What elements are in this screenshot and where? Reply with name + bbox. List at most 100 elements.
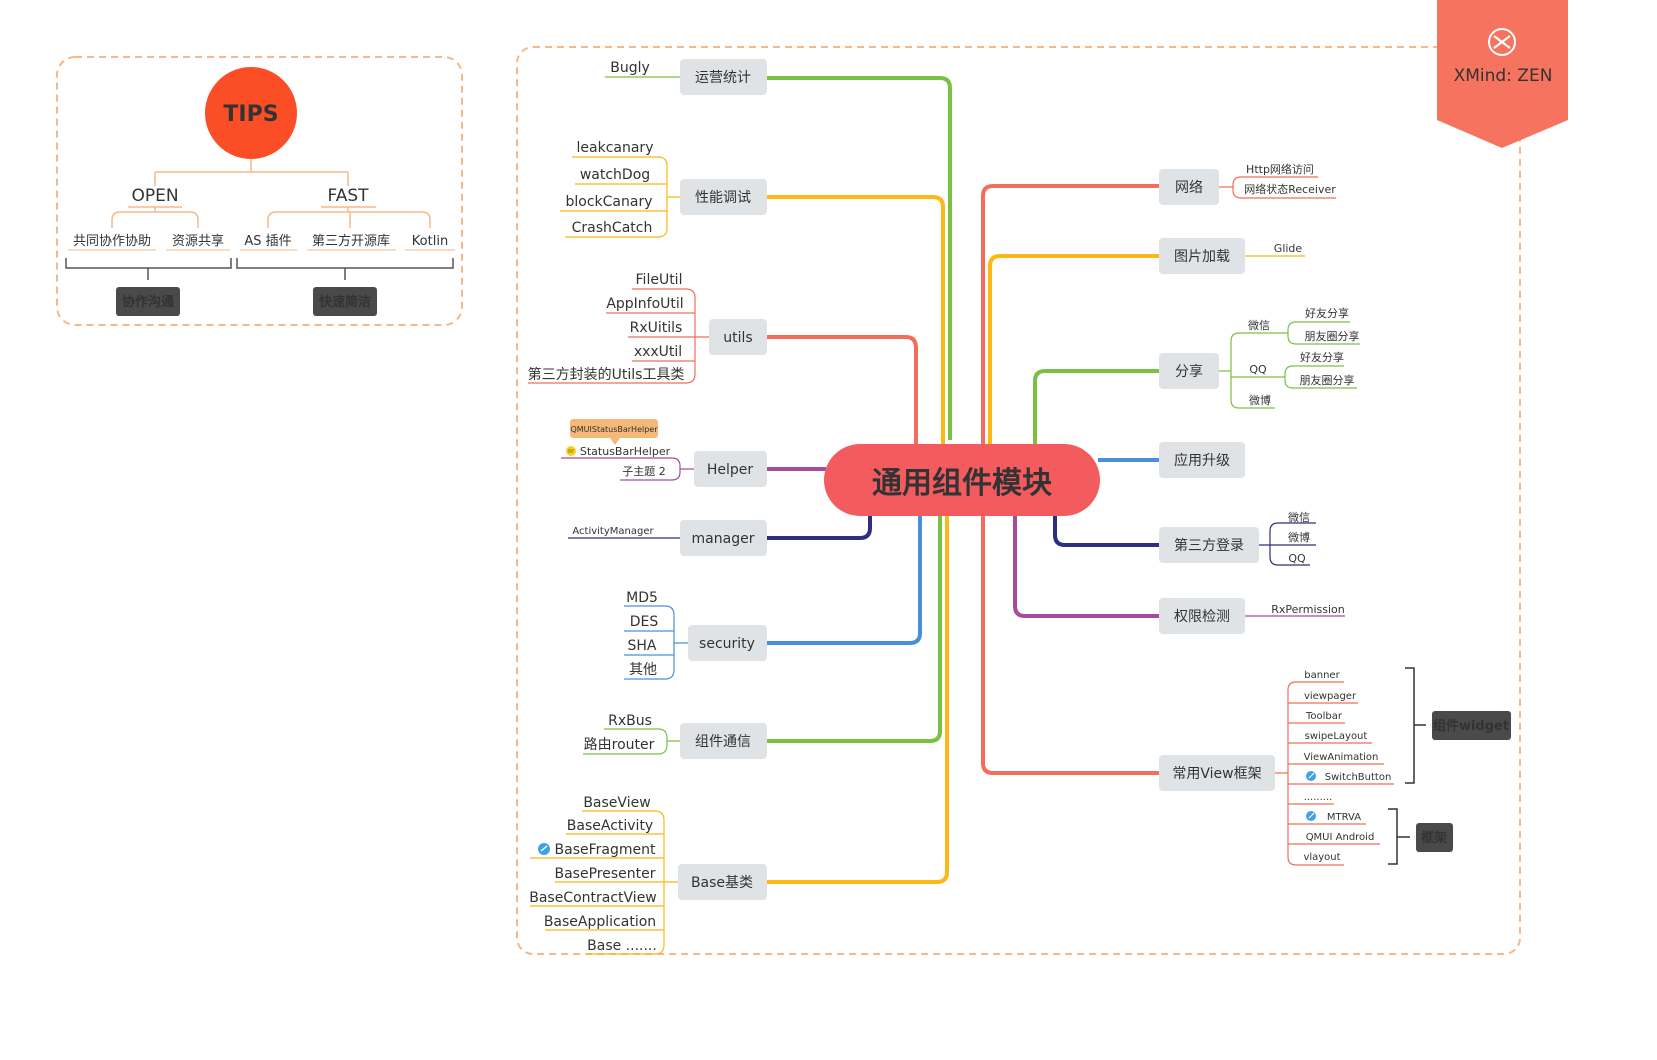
leaf-rxuitils[interactable]: RxUitils	[630, 320, 683, 336]
leaf-third-utils[interactable]: 第三方封装的Utils工具类	[528, 366, 685, 383]
main-frame	[516, 46, 1521, 955]
fast-children-connector	[267, 207, 431, 228]
tips-title: TIPS	[223, 102, 278, 127]
leaf-blockcanary[interactable]: blockCanary	[566, 194, 653, 210]
login-wechat[interactable]: 微信	[1288, 510, 1310, 524]
leaf-other[interactable]: 其他	[629, 662, 657, 678]
view-ellipsis[interactable]: .........	[1304, 792, 1333, 803]
view-switchbutton[interactable]: SwitchButton	[1325, 772, 1392, 783]
leaf-bugly[interactable]: Bugly	[610, 60, 650, 76]
branch-network[interactable]	[1159, 169, 1219, 205]
open-label[interactable]: OPEN	[131, 186, 178, 206]
leaf-watchdog[interactable]: watchDog	[580, 167, 650, 183]
leaf-rxpermission[interactable]: RxPermission	[1271, 603, 1345, 616]
summary-widget[interactable]	[1432, 711, 1511, 740]
branch-ops[interactable]	[680, 59, 767, 95]
leaf-subtopic2[interactable]: 子主题 2	[622, 465, 666, 478]
branch-upgrade-label: 应用升级	[1174, 452, 1230, 469]
leaf-statusbarhelper[interactable]: StatusBarHelper	[580, 445, 671, 458]
view-qmui[interactable]: QMUI Android	[1306, 832, 1375, 843]
fast-tag-label: 快速简洁	[319, 294, 371, 310]
leaves-perf	[560, 156, 680, 238]
leaves-utils	[528, 288, 709, 384]
view-mtrva[interactable]: MTRVA	[1327, 812, 1361, 823]
leaf-baseactivity[interactable]: BaseActivity	[567, 818, 653, 834]
branch-image[interactable]	[1159, 238, 1245, 274]
share-qq-moments[interactable]: 朋友圈分享	[1300, 373, 1355, 387]
branch-manager[interactable]	[680, 520, 767, 556]
leaf-fileutil[interactable]: FileUtil	[636, 272, 683, 288]
summary-bracket-widget	[1405, 667, 1426, 784]
login-weibo[interactable]: 微博	[1288, 530, 1310, 544]
share-wechat[interactable]: 微信	[1248, 318, 1270, 332]
branch-share-label: 分享	[1175, 363, 1203, 380]
callout-bubble[interactable]	[570, 419, 658, 438]
share-wechat-moments[interactable]: 朋友圈分享	[1305, 329, 1360, 343]
share-wechat-friend[interactable]: 好友分享	[1305, 306, 1349, 320]
view-viewpager[interactable]: viewpager	[1304, 691, 1357, 702]
leaf-des[interactable]: DES	[630, 614, 659, 630]
leaves-network	[1219, 176, 1336, 199]
branch-comm[interactable]	[680, 723, 767, 759]
branch-utils[interactable]	[709, 319, 767, 355]
leaf-basepresenter[interactable]: BasePresenter	[555, 866, 656, 882]
share-qq[interactable]: QQ	[1249, 363, 1267, 376]
leaf-md5[interactable]: MD5	[626, 590, 658, 606]
leaf-crashcatch[interactable]: CrashCatch	[572, 220, 653, 236]
leaf-baseview[interactable]: BaseView	[583, 795, 650, 811]
leaf-netstate[interactable]: 网络状态Receiver	[1244, 182, 1336, 196]
branch-view[interactable]	[1159, 755, 1275, 791]
leaf-sha[interactable]: SHA	[628, 638, 657, 654]
leaf-basecontractview[interactable]: BaseContractView	[529, 890, 657, 906]
leaf-appinfoutil[interactable]: AppInfoUtil	[606, 296, 683, 312]
summary-framework[interactable]	[1416, 823, 1453, 852]
watermark-banner	[1437, 0, 1568, 148]
fast-item-2[interactable]: 第三方开源库	[312, 233, 390, 249]
branch-perf[interactable]	[680, 179, 767, 215]
central-topic[interactable]: 通用组件模块	[824, 444, 1100, 516]
mtrva-link-icon[interactable]	[1306, 811, 1316, 821]
leaf-xxxutil[interactable]: xxxUtil	[634, 344, 682, 360]
leaf-basefragment[interactable]: BaseFragment	[555, 842, 656, 858]
fast-label[interactable]: FAST	[327, 186, 369, 206]
leaf-leakcanary[interactable]: leakcanary	[577, 140, 654, 156]
branch-security-label: security	[699, 636, 755, 652]
central-bubble[interactable]	[824, 444, 1100, 516]
share-weibo[interactable]: 微博	[1249, 393, 1271, 407]
view-toolbar[interactable]: Toolbar	[1305, 711, 1343, 722]
branch-permission[interactable]	[1159, 598, 1245, 634]
branch-security[interactable]	[688, 625, 767, 661]
branch-upgrade[interactable]	[1159, 442, 1245, 478]
switchbutton-link-icon[interactable]	[1306, 771, 1316, 781]
fast-item-3[interactable]: Kotlin	[412, 234, 448, 249]
fast-item-1[interactable]: AS 插件	[244, 234, 291, 249]
open-tag[interactable]	[116, 287, 180, 316]
leaf-base-more[interactable]: Base .......	[587, 938, 657, 954]
fast-tag[interactable]	[313, 287, 377, 316]
callout-qmui[interactable]: QMUIStatusBarHelper	[570, 419, 658, 445]
leaf-router[interactable]: 路由router	[584, 737, 655, 753]
note-icon[interactable]	[566, 446, 576, 456]
trunk-comm	[767, 515, 942, 743]
branch-login[interactable]	[1159, 527, 1259, 563]
link-icon[interactable]	[538, 843, 550, 855]
branch-helper[interactable]	[694, 451, 767, 487]
view-viewanimation[interactable]: ViewAnimation	[1304, 752, 1379, 763]
view-vlayout[interactable]: vlayout	[1303, 852, 1340, 863]
trunk-login	[1053, 515, 1159, 547]
view-swipelayout[interactable]: swipeLayout	[1305, 731, 1368, 742]
leaf-baseapplication[interactable]: BaseApplication	[544, 914, 656, 930]
branch-share[interactable]	[1159, 353, 1219, 389]
summary-bracket-framework	[1388, 808, 1410, 865]
view-banner[interactable]: banner	[1304, 670, 1340, 681]
leaf-activitymanager[interactable]: ActivityManager	[572, 526, 654, 537]
share-qq-friend[interactable]: 好友分享	[1300, 350, 1344, 364]
leaf-http[interactable]: Http网络访问	[1246, 162, 1314, 176]
leaf-rxbus[interactable]: RxBus	[608, 713, 652, 729]
leaf-glide[interactable]: Glide	[1274, 242, 1303, 255]
open-item-2[interactable]: 资源共享	[172, 233, 224, 249]
branch-base[interactable]	[678, 864, 767, 900]
tips-circle[interactable]	[205, 67, 297, 159]
open-item-1[interactable]: 共同协作协助	[73, 234, 151, 249]
login-qq[interactable]: QQ	[1288, 552, 1306, 565]
